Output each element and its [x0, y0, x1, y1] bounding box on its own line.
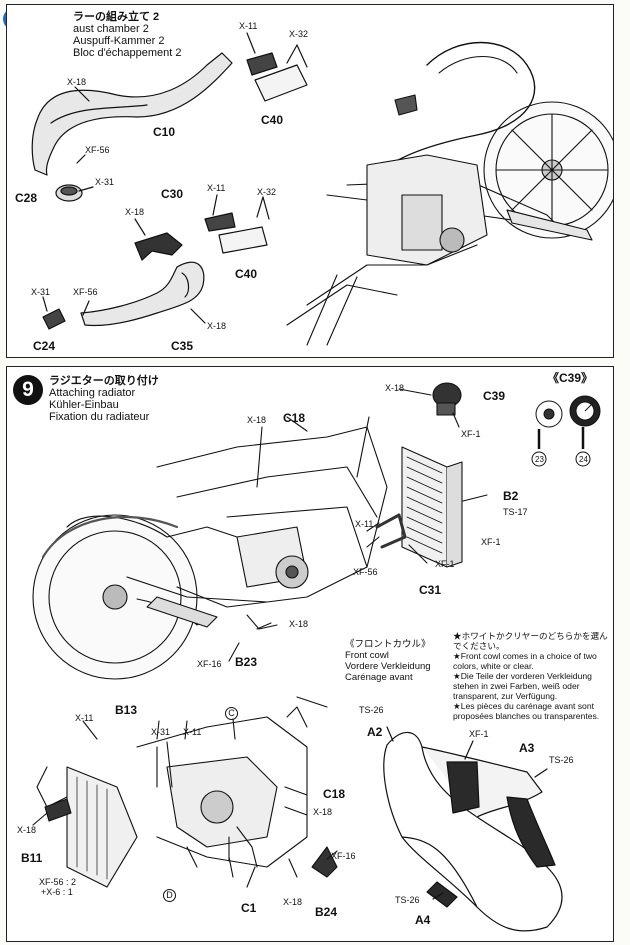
decal-23: 23 — [535, 455, 544, 464]
paint-mix-1: XF-56 : 2 — [39, 877, 77, 887]
hose-c31-drawing — [375, 513, 407, 549]
step8-title-jp: ラーの組み立て 2 — [73, 11, 160, 23]
label-x18: X-18 — [247, 415, 267, 425]
radiator-b2-drawing — [401, 446, 463, 568]
silencer-c40-lower — [218, 226, 268, 254]
front-cowl-title-jp: 《フロントカウル》 — [345, 639, 431, 650]
exhaust-chamber-c10 — [31, 52, 233, 176]
label-a3: A3 — [519, 741, 535, 755]
label-x18: X-18 — [385, 383, 405, 393]
step8-title-en: aust chamber 2 — [73, 23, 149, 35]
note-fr: ★Les pièces du carénage avant sont propo… — [453, 701, 600, 721]
label-a2: A2 — [367, 725, 383, 739]
label-x18: X-18 — [289, 619, 309, 629]
label-x31: X-31 — [31, 287, 51, 297]
label-b11: B11 — [21, 851, 43, 865]
decal-24: 24 — [579, 455, 588, 464]
label-ts26: TS-26 — [359, 705, 384, 715]
label-xf1: XF-1 — [481, 537, 501, 547]
exhaust-chamber-c35 — [80, 261, 205, 327]
note-en: ★Front cowl comes in a choice of two col… — [453, 651, 597, 671]
label-x11: X-11 — [239, 21, 258, 31]
label-xf56: XF-56 — [73, 287, 98, 297]
meter-c39-drawing — [432, 382, 462, 416]
label-x18: X-18 — [283, 897, 303, 907]
label-c1: C1 — [241, 901, 257, 915]
front-cowl-title-fr: Carénage avant — [345, 672, 413, 683]
step8-title-fr: Bloc d'échappement 2 — [73, 47, 182, 59]
front-frame-drawing — [32, 696, 338, 888]
silencer-c40-top — [254, 64, 308, 102]
label-xf1: XF-1 — [469, 729, 489, 739]
label-x31: X-31 — [95, 177, 115, 187]
front-cowl-drawing — [383, 726, 563, 932]
step8-title: ラーの組み立て 2 aust chamber 2 Auspuff-Kammer … — [73, 11, 182, 59]
step8-drawing — [31, 32, 613, 346]
bike-assembly-drawing — [32, 416, 388, 680]
label-ts26: TS-26 — [395, 895, 420, 905]
step9-number: 9 — [13, 375, 43, 405]
label-ts26: TS-26 — [549, 755, 574, 765]
step9-drawing — [32, 382, 601, 932]
part-c24 — [42, 308, 66, 330]
c39-box-title: 《C39》 — [547, 371, 594, 385]
part-c30 — [134, 232, 183, 261]
label-x32: X-32 — [289, 29, 309, 39]
label-xf16: XF-16 — [331, 851, 356, 861]
label-c18: C18 — [283, 411, 306, 425]
note-de: ★Die Teile der vorderen Verkleidung steh… — [453, 671, 592, 701]
paint-mix-2: +X-6 : 1 — [41, 887, 73, 897]
label-b2: B2 — [503, 489, 519, 503]
label-x31: X-31 — [151, 727, 171, 737]
front-cowl-title-de: Vordere Verkleidung — [345, 661, 431, 672]
label-x18: X-18 — [313, 807, 333, 817]
label-c24: C24 — [33, 339, 56, 353]
marker-c: C — [225, 707, 238, 720]
step9-title-de: Kühler-Einbau — [49, 399, 119, 411]
cowl-color-notes: ★ホワイトかクリヤーのどちらかを選んでください。 ★Front cowl com… — [453, 631, 609, 721]
label-b23: B23 — [235, 655, 258, 669]
step8-panel: ラーの組み立て 2 aust chamber 2 Auspuff-Kammer … — [6, 4, 614, 358]
label-b13: B13 — [115, 703, 138, 717]
label-x18: X-18 — [17, 825, 37, 835]
label-c18: C18 — [323, 787, 346, 801]
label-xf1: XF-1 — [461, 429, 481, 439]
label-x11: X-11 — [75, 713, 94, 723]
label-c30: C30 — [161, 187, 184, 201]
step9-title-en: Attaching radiator — [49, 387, 136, 399]
label-c28: C28 — [15, 191, 38, 205]
rear-frame-drawing — [286, 41, 613, 346]
label-x32: X-32 — [257, 187, 277, 197]
c39-detail — [531, 395, 601, 467]
step9-title-jp: ラジエターの取り付け — [49, 375, 159, 387]
label-xf56: XF-56 — [85, 145, 110, 155]
label-xf16: XF-16 — [197, 659, 222, 669]
step9-title-fr: Fixation du radiateur — [49, 411, 150, 423]
label-c40: C40 — [261, 113, 284, 127]
label-c40: C40 — [235, 267, 258, 281]
step9-panel: 9 ラジエターの取り付け Attaching radiator Kühler-E… — [6, 366, 614, 942]
label-x18: X-18 — [125, 207, 145, 217]
label-c39: C39 — [483, 389, 506, 403]
label-x11: X-11 — [183, 727, 202, 737]
label-c10: C10 — [153, 125, 176, 139]
label-a4: A4 — [415, 913, 431, 927]
label-x18: X-18 — [207, 321, 227, 331]
marker-d: D — [163, 889, 176, 902]
label-xf1: XF-1 — [435, 559, 455, 569]
step9-title: ラジエターの取り付け Attaching radiator Kühler-Ein… — [49, 375, 159, 423]
label-c31: C31 — [419, 583, 442, 597]
label-b24: B24 — [315, 905, 338, 919]
step8-title-de: Auspuff-Kammer 2 — [73, 35, 165, 47]
note-jp: ★ホワイトかクリヤーのどちらかを選んでください。 — [453, 631, 608, 651]
label-ts17: TS-17 — [503, 507, 528, 517]
label-xf56: XF-56 — [353, 567, 378, 577]
front-cowl-title: 《フロントカウル》 Front cowl Vordere Verkleidung… — [345, 639, 431, 683]
label-x11: X-11 — [355, 519, 374, 529]
front-cowl-title-en: Front cowl — [345, 650, 389, 661]
label-c35: C35 — [171, 339, 194, 353]
label-x18: X-18 — [67, 77, 87, 87]
label-x11: X-11 — [207, 183, 226, 193]
